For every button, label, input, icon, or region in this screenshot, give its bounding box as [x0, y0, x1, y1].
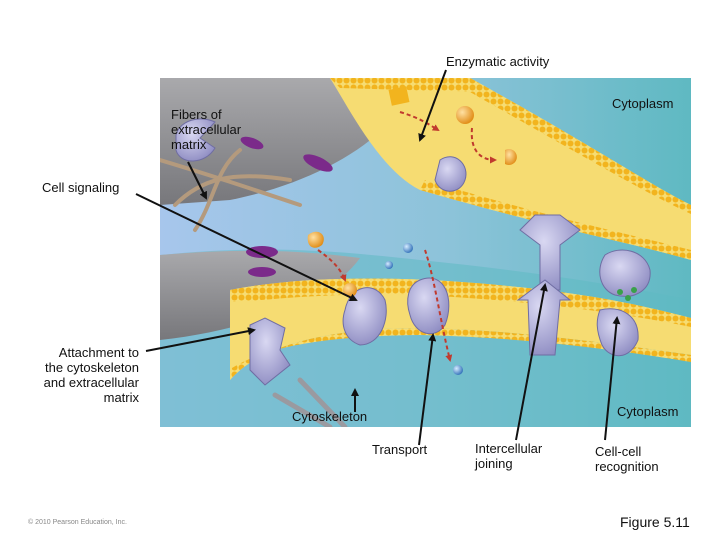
signal-molecules — [307, 86, 637, 375]
extracellular-fibers — [160, 148, 302, 232]
figure-number: Figure 5.11 — [620, 514, 690, 530]
cytoskeleton-filaments — [272, 377, 348, 427]
label-attachment: Attachment to the cytoskeleton and extra… — [43, 345, 139, 405]
label-cytoplasm-top: Cytoplasm — [612, 96, 674, 111]
label-cytoskeleton: Cytoskeleton — [292, 409, 368, 424]
receptor-protein — [342, 287, 387, 346]
label-fibers-of-ecm: Fibers of extracellular matrix — [171, 107, 242, 152]
junction-protein-lower — [516, 279, 572, 356]
glycoprotein — [596, 308, 639, 357]
label-cell-cell-recognition: Cell-cell recognition — [595, 444, 659, 474]
arrow-attachment — [145, 327, 256, 352]
label-enzymatic-activity: Enzymatic activity — [446, 54, 550, 69]
arrow-cell-recognition — [604, 316, 621, 441]
membrane-proteins — [175, 118, 651, 386]
label-cell-signaling: Cell signaling — [42, 180, 120, 195]
recognition-protein — [599, 249, 651, 297]
upper-right-protein — [434, 156, 467, 192]
motion-arrows — [317, 111, 497, 362]
label-cytoplasm-bottom: Cytoplasm — [617, 404, 679, 419]
vesicles — [240, 136, 333, 277]
arrow-fibers — [187, 161, 207, 200]
arrow-transport — [418, 333, 437, 446]
label-transport: Transport — [372, 442, 428, 457]
arrow-cell-signaling — [135, 193, 358, 301]
junction-protein-upper — [519, 214, 581, 291]
arrow-enzymatic-activity — [418, 69, 447, 142]
enzyme-protein — [175, 118, 216, 162]
copyright-notice: © 2010 Pearson Education, Inc. — [28, 519, 127, 526]
arrow-intercellular-joining — [515, 283, 548, 441]
anchor-protein — [249, 317, 291, 386]
label-intercellular-joining: Intercellular joining — [475, 441, 543, 471]
leader-arrows — [135, 69, 621, 446]
